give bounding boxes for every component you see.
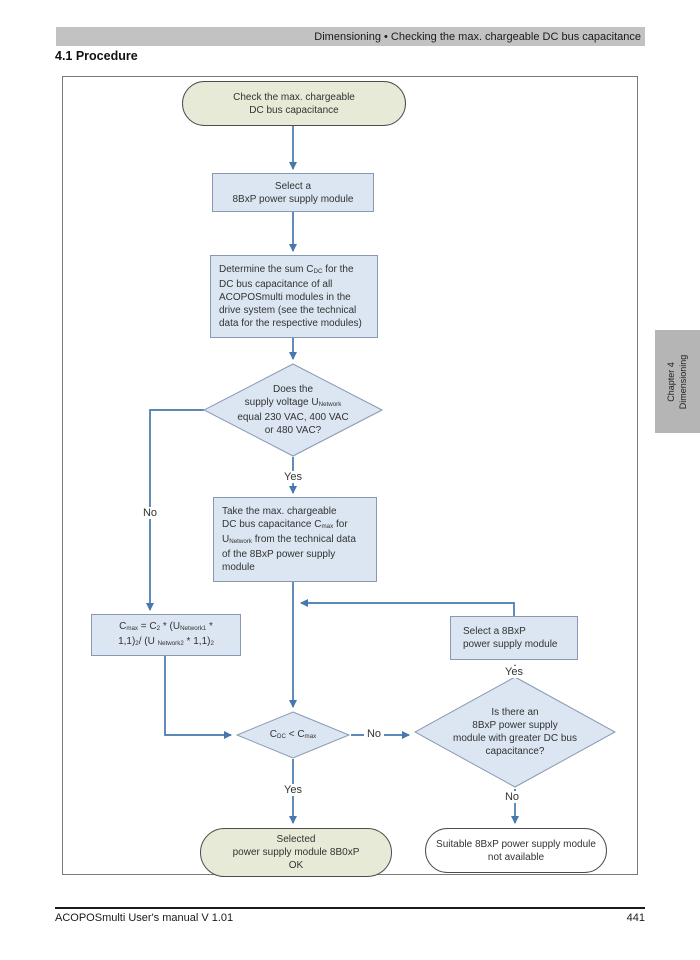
- page-footer: ACOPOSmulti User's manual V 1.01 441: [55, 912, 645, 924]
- chapter-tab-line1: Chapter 4: [665, 361, 676, 402]
- step-formula-text: Cmax = C2 * (UNetwork1 *1,1)2/ (U Networ…: [118, 621, 214, 647]
- chapter-tab-text: Chapter 4 Dimensioning: [665, 330, 691, 433]
- chapter-tab: Chapter 4 Dimensioning: [655, 330, 700, 433]
- connector-select2-feedback: [300, 599, 515, 616]
- branch-label-cdc-yes: Yes: [281, 784, 305, 796]
- step-formula: Cmax = C2 * (UNetwork1 *1,1)2/ (U Networ…: [91, 614, 241, 656]
- footer-page-number: 441: [626, 912, 645, 924]
- connector-voltage-no: [146, 409, 204, 611]
- section-title: 4.1 Procedure: [55, 49, 138, 63]
- branch-label-cdc-no: No: [363, 728, 385, 740]
- branch-label-greater-no: No: [501, 791, 523, 803]
- page-header-bar: Dimensioning • Checking the max. chargea…: [56, 27, 645, 46]
- branch-label-greater-yes: Yes: [502, 666, 526, 678]
- diamond-shape: [236, 711, 350, 759]
- connector-formula-to-cdc: [164, 656, 232, 739]
- header-breadcrumb: Dimensioning • Checking the max. chargea…: [314, 30, 641, 43]
- diamond-shape: [414, 676, 616, 788]
- chapter-tab-line2: Dimensioning: [677, 354, 688, 409]
- decision-cdc-cmax-text: CDC < Cmax: [269, 728, 317, 740]
- decision-cdc-cmax: CDC < Cmax: [236, 711, 350, 759]
- branch-label-voltage-yes: Yes: [281, 471, 305, 483]
- diamond-shape: [203, 363, 383, 457]
- branch-label-voltage-no: No: [139, 507, 161, 519]
- footer-manual-title: ACOPOSmulti User's manual V 1.01: [55, 912, 234, 924]
- footer-rule: [55, 907, 645, 909]
